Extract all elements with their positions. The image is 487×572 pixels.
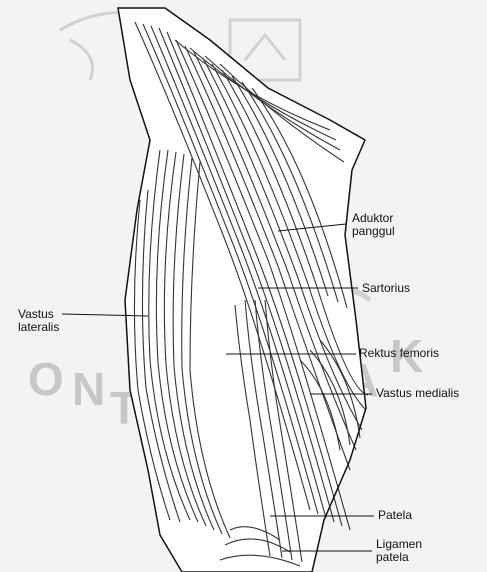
label-ligamen-patela-line2: patela [376,551,422,564]
label-vastus-lateralis-line2: lateralis [18,321,59,334]
label-ligamen-patela: Ligamen patela [376,538,422,564]
label-vastus-lateralis: Vastus lateralis [18,308,59,334]
label-aduktor-panggul: Aduktor panggul [352,212,395,238]
label-patela: Patela [378,509,412,522]
svg-text:O: O [28,353,64,405]
label-rektus-femoris: Rektus femoris [359,347,439,360]
label-vastus-medialis: Vastus medialis [376,387,459,400]
label-sartorius: Sartorius [362,282,410,295]
label-aduktor-line2: panggul [352,225,395,238]
svg-text:N: N [72,363,105,415]
